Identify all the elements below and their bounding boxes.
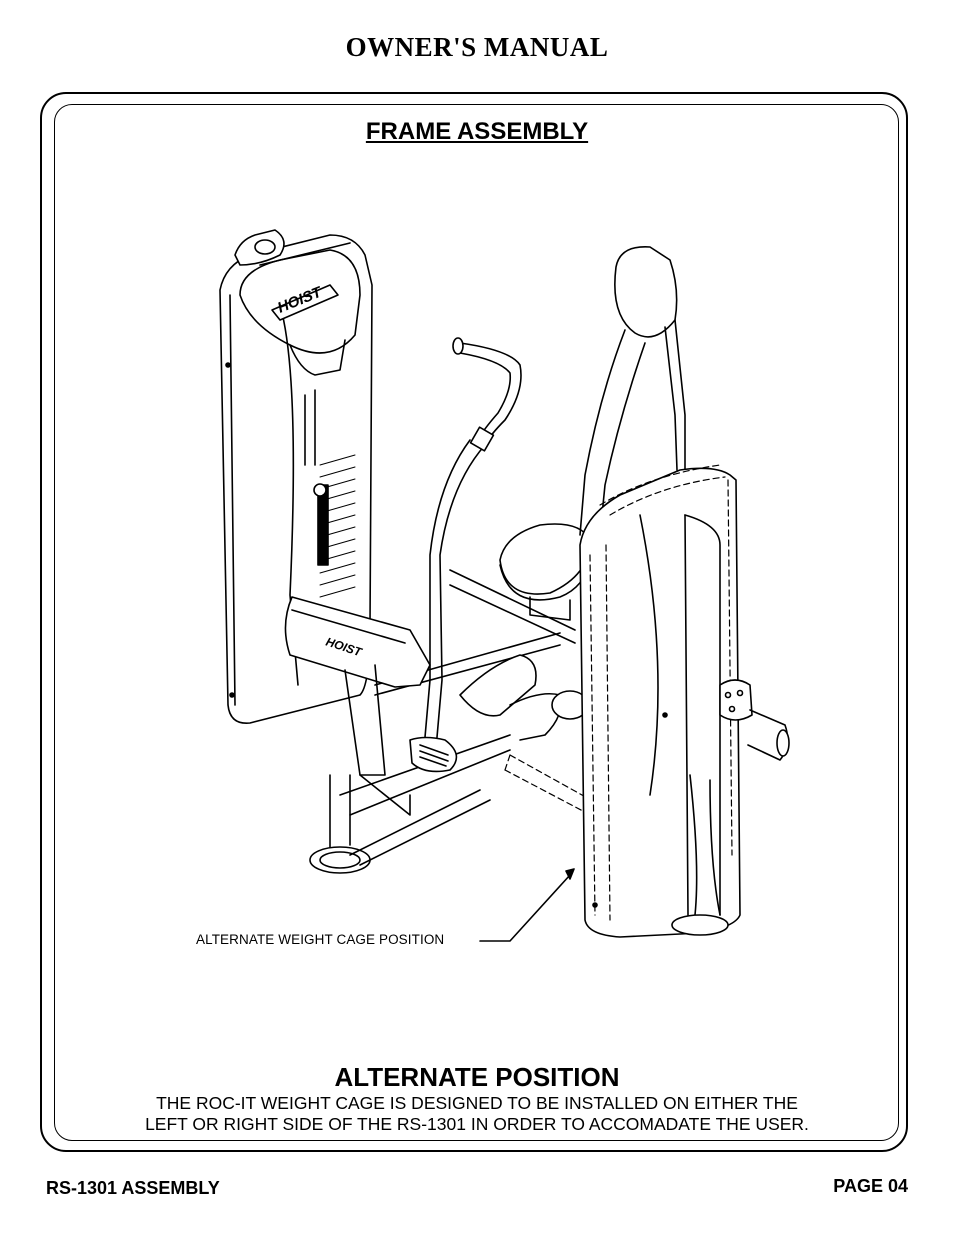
callout-label: ALTERNATE WEIGHT CAGE POSITION [196,932,445,947]
alternate-text-line-1: THE ROC-IT WEIGHT CAGE IS DESIGNED TO BE… [156,1093,798,1113]
page-frame-outer [40,92,908,1152]
machine-illustration: HOIST [219,229,790,942]
weight-cage [579,464,790,938]
backrest [579,246,686,536]
callout-leader [479,868,575,942]
weight-stack-tower [219,229,373,724]
footer-page-number: PAGE 04 [833,1176,908,1196]
foot-lever: HOIST [284,596,589,776]
alternate-text-line-2: LEFT OR RIGHT SIDE OF THE RS-1301 IN ORD… [145,1114,809,1134]
page-frame-inner [54,104,899,1141]
footer-assembly-label: RS-1301 ASSEMBLY [46,1178,220,1198]
seat [499,523,591,621]
section-title: FRAME ASSEMBLY [365,118,589,145]
base-frame [309,569,576,874]
handle-arm [422,337,522,761]
alternate-position-title: ALTERNATE POSITION [334,1062,620,1092]
page-header-title: OWNER'S MANUAL [345,32,609,62]
